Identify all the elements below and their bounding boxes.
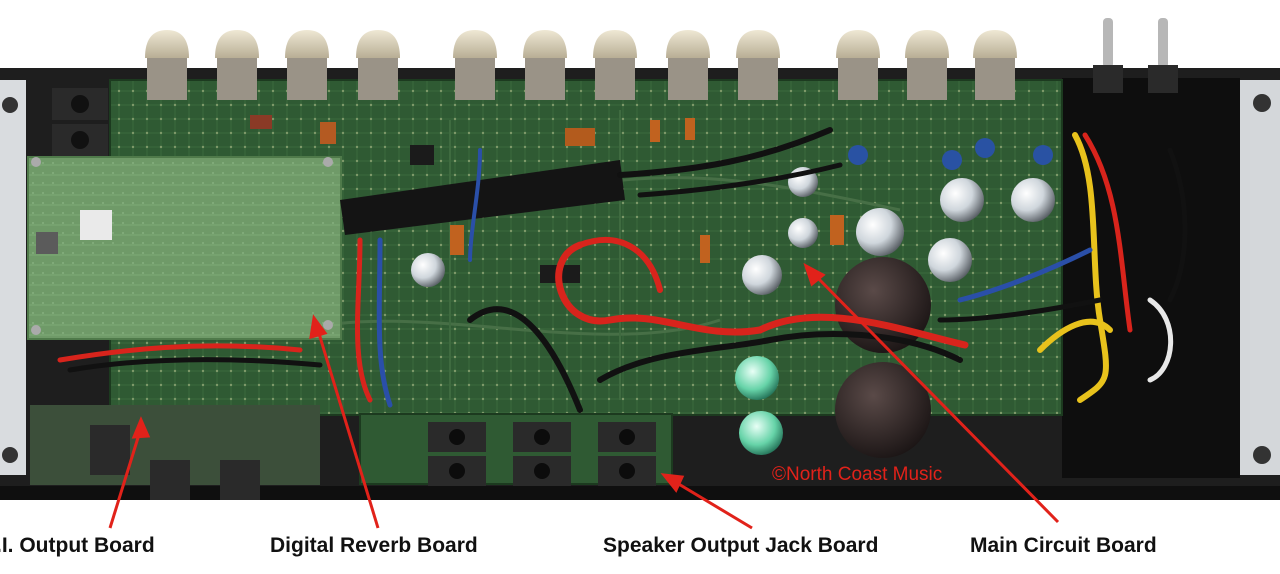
left-mounting-bracket: [0, 80, 26, 475]
right-mounting-bracket: [1240, 80, 1280, 475]
wiring: [57, 127, 1188, 474]
annotation-arrows: [108, 262, 1060, 530]
cable-bundle: [340, 160, 625, 235]
digital-reverb-board: [27, 156, 342, 340]
input-jacks: [52, 88, 108, 156]
toggle-switches: [1093, 18, 1178, 93]
potentiometer-knobs: [145, 30, 1017, 100]
di-output-board-label: .I. Output Board: [0, 534, 155, 557]
speaker-output-jack-board: [359, 413, 673, 486]
di-output-board: [30, 405, 320, 500]
speaker-output-jack-board-label: Speaker Output Jack Board: [603, 534, 879, 557]
main-circuit-board-label: Main Circuit Board: [970, 534, 1157, 557]
copyright-watermark: ©North Coast Music: [772, 464, 943, 485]
digital-reverb-board-label: Digital Reverb Board: [270, 534, 478, 557]
